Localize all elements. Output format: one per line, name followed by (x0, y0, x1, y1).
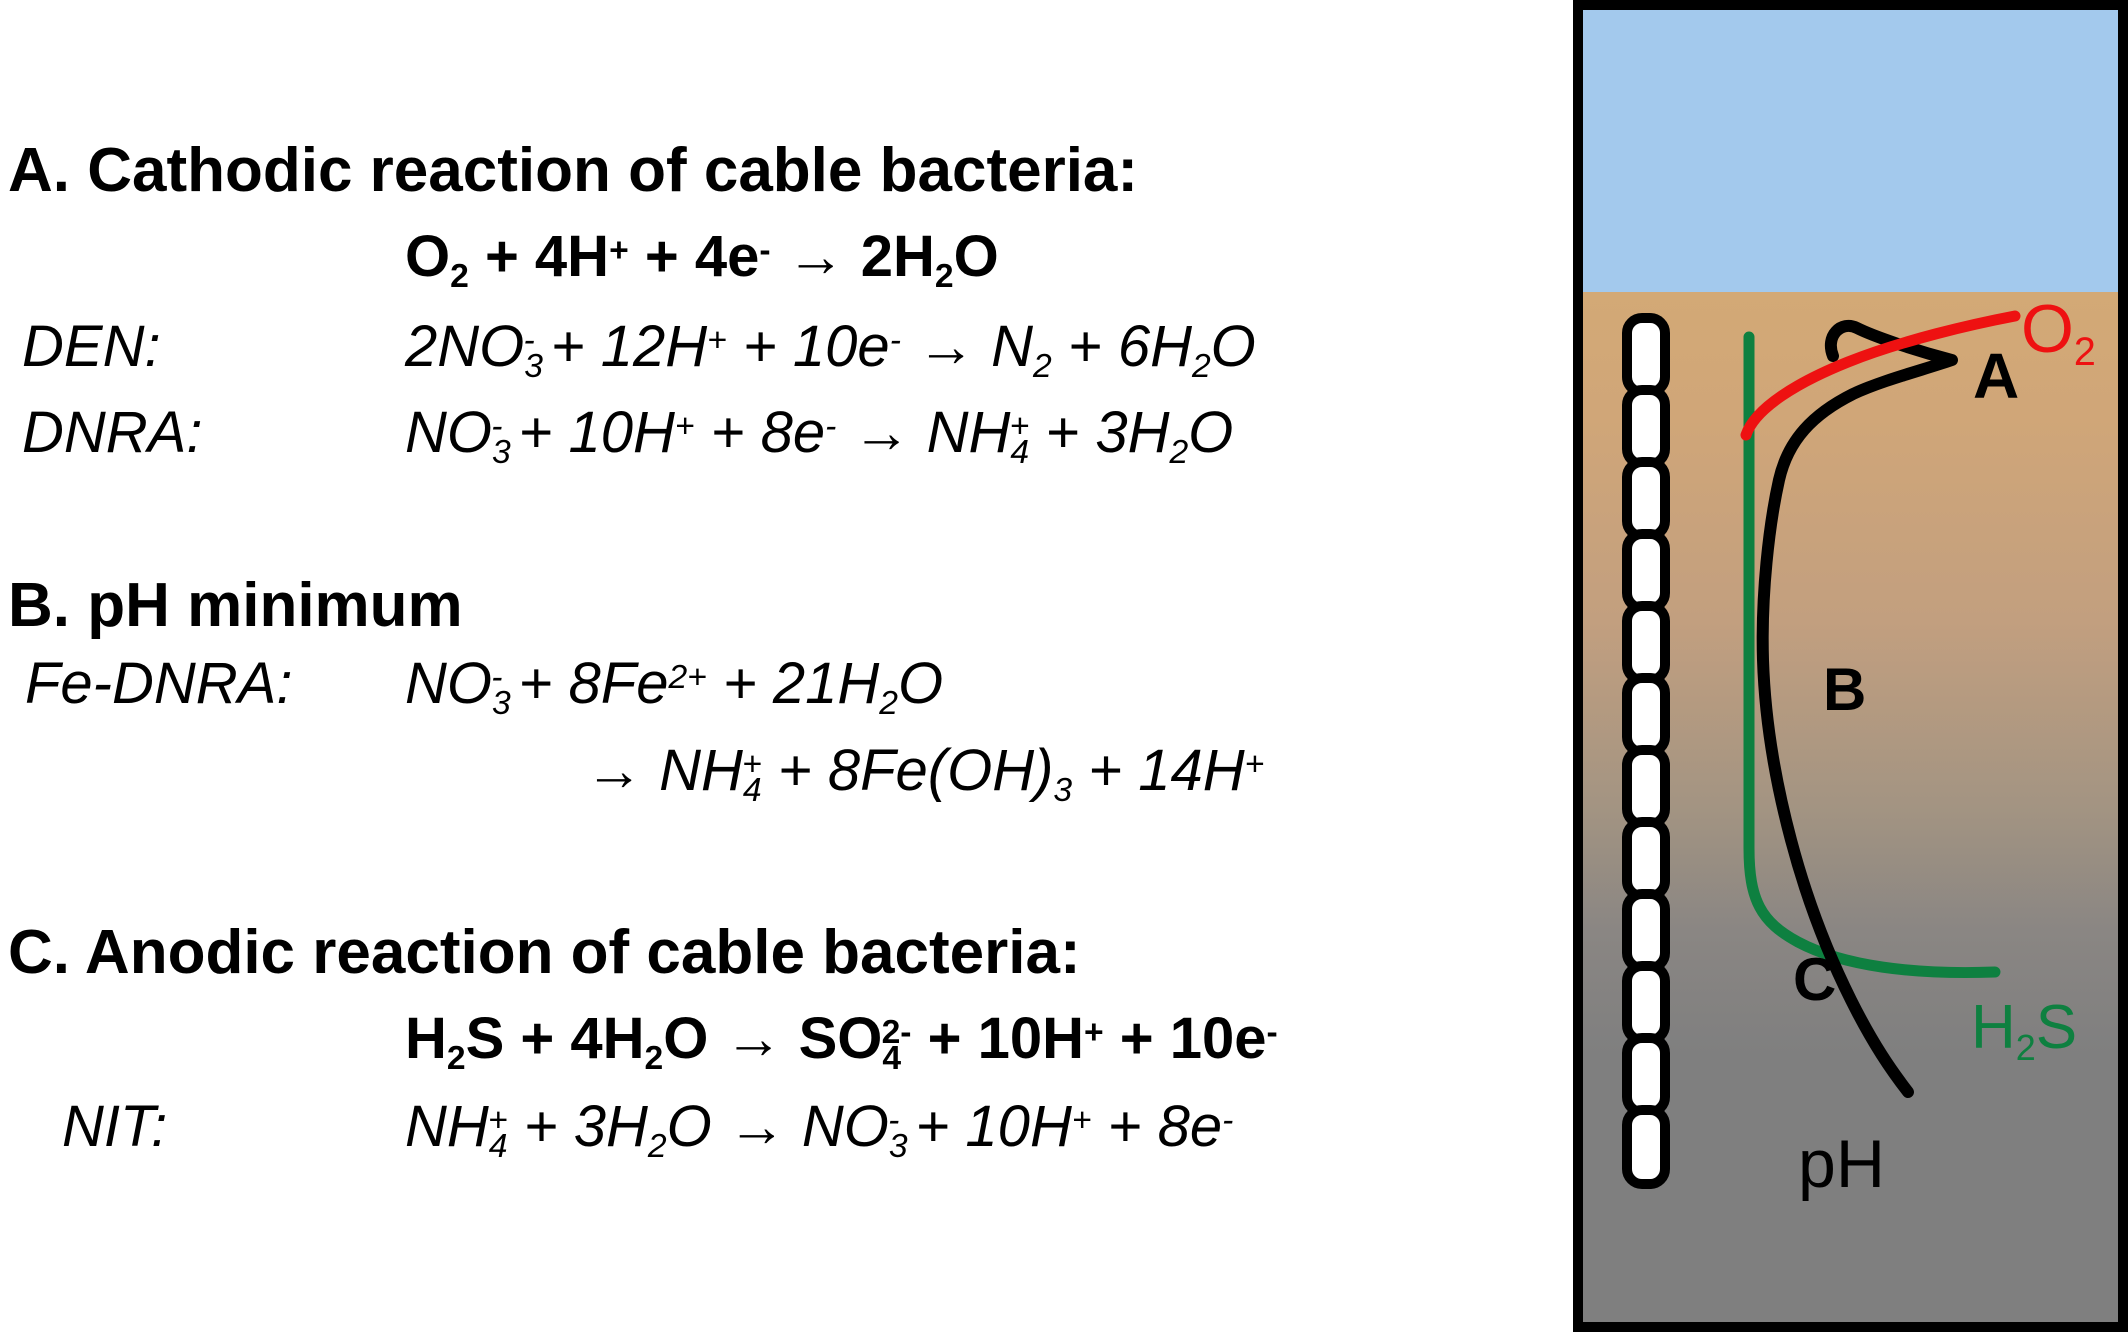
sediment-layer (1583, 292, 2118, 1322)
filament-cell (1622, 961, 1670, 1045)
filament-cell (1622, 745, 1670, 829)
fe-dnra-label: Fe-DNRA: (25, 651, 293, 716)
filament-cell (1622, 1033, 1670, 1117)
dnra-formula: NO3- + 10H+ + 8e- → NH4+ + 3H2O (405, 400, 1234, 472)
den-label: DEN: (22, 314, 161, 379)
ph-curve (1756, 320, 1958, 1098)
fe-dnra-formula: NO3- + 8Fe2+ + 21H2O (405, 651, 944, 723)
o2-label: O2 (2021, 291, 2096, 375)
section-a-heading: A. Cathodic reaction of cable bacteria: (8, 136, 1139, 205)
zone-b-label: B (1823, 656, 1867, 723)
nit-formula: NH4+ + 3H2O → NO3- + 10H+ + 8e- (405, 1094, 1234, 1166)
profile-curves (1622, 310, 2021, 1189)
anodic-equation: H2S + 4H2O → SO42- + 10H+ + 10e- (405, 1006, 1278, 1078)
fe-dnra-formula-continuation: → NH4+ + 8Fe(OH)3 + 14H+ (585, 738, 1265, 810)
section-c-heading: C. Anodic reaction of cable bacteria: (8, 918, 1081, 987)
zone-c-label: C (1793, 946, 1837, 1013)
cathodic-equation: O2 + 4H+ + 4e- → 2H2O (405, 224, 999, 296)
filament-cell (1622, 313, 1670, 397)
h2s-curve (1743, 331, 2001, 979)
filament-cell (1622, 817, 1670, 901)
filament-cell (1622, 673, 1670, 757)
water-layer (1583, 10, 2118, 292)
filament-cell (1622, 385, 1670, 469)
dnra-label: DNRA: (22, 400, 203, 465)
filament-cell (1622, 889, 1670, 973)
filament-cell (1622, 601, 1670, 685)
ph-label: pH (1798, 1126, 1885, 1202)
o2-curve (1740, 310, 2021, 441)
section-b-heading: B. pH minimum (8, 571, 463, 640)
filament-cell (1622, 1105, 1670, 1189)
reactions-panel: A. Cathodic reaction of cable bacteria: … (8, 136, 1278, 1166)
filament-cell (1622, 529, 1670, 613)
filament-cell (1622, 457, 1670, 541)
cable-bacteria-filament (1622, 313, 1670, 1189)
sediment-diagram: O2 A B C H2S pH (1573, 0, 2128, 1332)
h2s-label: H2S (1971, 993, 2078, 1069)
nit-label: NIT: (62, 1094, 168, 1159)
zone-a-label: A (1973, 340, 2020, 412)
den-formula: 2NO3- + 12H+ + 10e- → N2 + 6H2O (405, 314, 1256, 386)
